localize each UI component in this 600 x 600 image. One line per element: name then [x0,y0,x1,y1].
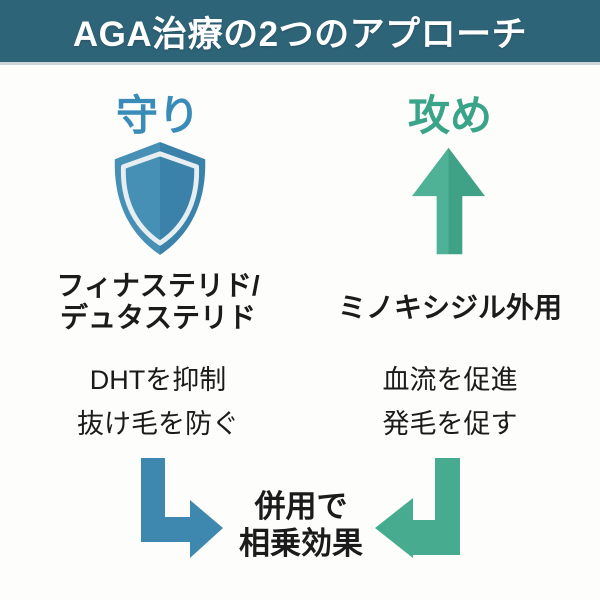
defense-drug-line1: フィナステリド/ [56,270,260,301]
defense-point-1: DHTを抑制 [89,365,227,395]
offense-label: 攻め [407,92,492,139]
defense-point-2: 抜け毛を防ぐ [77,409,239,439]
header-bar: AGA治療の2つのアプローチ [0,0,600,65]
offense-drug-name: ミノキシジル外用 [337,292,562,323]
arrow-up-icon [412,147,485,260]
merge-result-text: 併用で 相乗効果 [185,488,417,562]
arrow-elbow-right-icon [141,458,223,563]
defense-drug-name: フィナステリド/ デュタステリド [8,270,308,334]
offense-point-2: 発毛を促す [382,409,518,439]
shield-icon [103,142,217,261]
merge-result-line1: 併用で [254,489,348,524]
defense-drug-line2: デュタステリド [59,302,256,333]
merge-result-line2: 相乗効果 [239,526,363,561]
arrow-elbow-left-icon [375,458,460,563]
page-title: AGA治療の2つのアプローチ [72,14,528,54]
defense-label: 守り [115,92,200,139]
offense-point-1: 血流を促進 [382,365,518,395]
